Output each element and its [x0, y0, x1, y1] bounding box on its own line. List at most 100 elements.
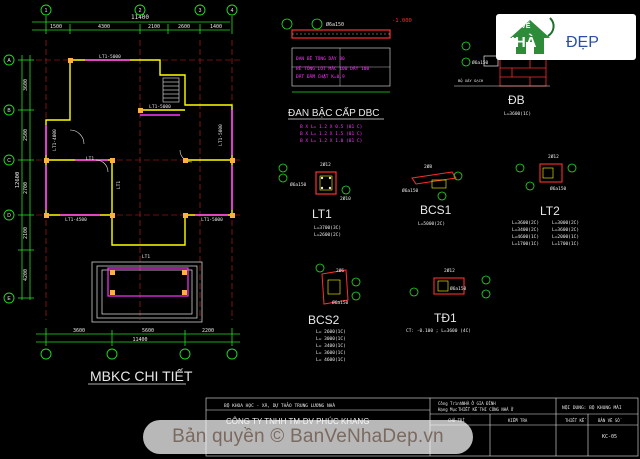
bcs1-spec: L=5000(2C)	[418, 221, 445, 227]
tb-role: THIẾT KẾ	[565, 418, 586, 423]
plan-bottom-dim: 3600	[73, 328, 85, 334]
lt2-detail: 2Ø12 Ø6a150 LT2 L=3600(2C) L=3400(2C) L=…	[512, 153, 579, 247]
plan-left-dim: 2500	[23, 129, 29, 141]
plan-top-total: 11400	[131, 14, 149, 21]
lt2-title: LT2	[540, 204, 560, 218]
td1-stirrup: Ø6a150	[450, 285, 467, 292]
beam-label: LT1-5000	[201, 217, 223, 223]
lt2-spec: L=4600(1C)	[512, 234, 539, 240]
plan-top-dim: 2100	[148, 24, 160, 30]
bcs2-title: BCS2	[308, 313, 340, 327]
tb-project: NHÀ Ở GIA ĐÌNH	[462, 401, 496, 406]
lt1-detail: 2Ø12 2Ø10 Ø6a150 LT1 L=3700(3C) L=2600(2…	[278, 161, 351, 238]
stair-level: -1.000	[392, 18, 412, 24]
stair-note: ĐẤT ĐẦM CHẶT K=0.9	[296, 73, 345, 80]
tb-sheet-no: KC-05	[602, 434, 617, 440]
logo-brand-b: ĐẸP	[566, 34, 599, 51]
lt2-spec: L=2000(1C)	[552, 234, 579, 240]
bcs2-detail: 2Ø6 Ø6a150 BCS2 L= 2600(1C) L= 3000(1C) …	[308, 263, 361, 363]
lt1-bar: 2Ø10	[340, 195, 351, 202]
plan-bottom-dim: 2200	[202, 328, 214, 334]
bcs2-spec: L= 3400(1C)	[316, 343, 346, 349]
bcs2-spec: L= 3600(1C)	[316, 350, 346, 356]
plan-top-dim: 2600	[178, 24, 190, 30]
axis-bubble: 2	[139, 8, 142, 14]
bcs1-bar: 2Ø8	[424, 163, 432, 170]
copyright-watermark: Bản quyền © BanVeNhaDep.vn	[143, 420, 473, 454]
td1-spec: CT: -0.100 ; L=3600 (4C)	[406, 328, 471, 334]
stair-note: BÊ TÔNG LÓT MÁC 100 DÀY 100	[296, 64, 369, 72]
tb-sheet: BẢN VẼ SỐ	[598, 418, 622, 423]
db-note: BỘ XÂY GẠCH	[458, 78, 484, 83]
tb-content: NỘI DUNG: BỘ KHUNG MÁI	[562, 403, 622, 411]
beam-label: LT1	[116, 181, 122, 189]
watermark-text: Bản quyền © BanVeNhaDep.vn	[172, 426, 444, 447]
logo-top-text: BẢN VẼ	[504, 23, 531, 30]
stair-rebar: Ø6a150	[326, 21, 344, 28]
lt2-spec: L=1700(1C)	[512, 241, 539, 247]
plan-bottom-total: 11400	[132, 337, 147, 343]
lt2-spec: L=3400(2C)	[512, 227, 539, 233]
axis-bubble: E	[7, 296, 11, 302]
lt1-spec: L=2600(2C)	[314, 232, 341, 238]
tb-project-label: Công Trình	[438, 401, 463, 406]
beam-label: LT1-5000	[149, 104, 171, 110]
beam-label: LT1-4000	[52, 129, 58, 151]
lt1-stirrup: Ø6a150	[290, 181, 307, 188]
plan-top-dim: 1400	[210, 24, 222, 30]
stair-spec: B X L= 1.2 X 1.0 (01 C)	[300, 138, 362, 144]
stair-title: ĐAN BẬC CẤP DBC	[288, 106, 380, 119]
lt1-spec: L=3700(3C)	[314, 225, 341, 231]
bcs1-detail: 2Ø8 Ø6a150 BCS1 L=5000(2C)	[402, 163, 463, 227]
floor-plan: 11400 1500 4300 2100 2600 1400 1 2 3 4 1…	[3, 4, 240, 385]
beam-label: LT1	[86, 156, 94, 162]
plan-top-dim: 4300	[98, 24, 110, 30]
plan-left-dim: 4200	[23, 269, 29, 281]
plan-left-total: 12600	[15, 172, 21, 189]
axis-bubble: D	[7, 213, 11, 219]
plan-left-dim: 2700	[23, 182, 29, 194]
beam-label: LT1-5000	[99, 54, 121, 60]
lt2-stirrup: Ø6a150	[550, 185, 567, 192]
stair-spec: B X L= 1.2 X 0.5 (01 C)	[300, 124, 362, 130]
td1-bar: 2Ø12	[444, 267, 455, 274]
tb-item: THIẾT KẾ THI CÔNG NHÀ Ở	[458, 407, 514, 412]
bcs2-spec: L= 4600(1C)	[316, 357, 346, 363]
bcs2-spec: L= 2600(1C)	[316, 329, 346, 335]
stair-spec: B X L= 1.2 X 1.5 (01 C)	[300, 131, 362, 137]
bcs2-stirrup: Ø6a150	[332, 299, 349, 306]
tb-role: KIỂM TRA	[508, 418, 528, 423]
lt1-title: LT1	[312, 207, 332, 221]
td1-detail: 2Ø12 Ø6a150 TĐ1 CT: -0.100 ; L=3600 (4C)	[406, 267, 491, 334]
site-logo: BẢN VẼ NHÀ ĐẸP	[496, 14, 636, 60]
stair-note: ĐAN BÊ TÔNG DÀY 80	[296, 54, 345, 62]
lt2-spec: L=3600(2C)	[512, 220, 539, 226]
tb-ministry: BỘ KHOA HỌC - XÃ, DỰ THẢO TRUNG LƯƠNG NH…	[224, 401, 335, 409]
axis-bubble: C	[7, 158, 11, 164]
axis-bubble: B	[7, 108, 11, 114]
axis-bubble: 1	[45, 8, 48, 14]
bcs2-spec: L= 3000(1C)	[316, 336, 346, 342]
axis-bubble: A	[7, 58, 11, 64]
plan-left-dim: 3600	[23, 79, 29, 91]
lt1-bar: 2Ø12	[320, 161, 331, 168]
bcs1-bar: Ø6a150	[402, 187, 419, 194]
lt2-bar: 2Ø12	[548, 153, 559, 160]
axis-bubble: 3	[199, 8, 202, 14]
logo-house-icon	[510, 17, 555, 54]
plan-title: MBKC CHI TIẾT	[90, 368, 193, 384]
lt2-spec: L=1700(1C)	[552, 241, 579, 247]
lt2-spec: L=3000(2C)	[552, 220, 579, 226]
plan-bottom-dim: 5600	[142, 328, 154, 334]
plan-left-dim: 2100	[23, 227, 29, 239]
plan-top-dim: 1500	[50, 24, 62, 30]
lt2-spec: L=3600(2C)	[552, 227, 579, 233]
logo-brand-a: NHÀ	[504, 34, 537, 51]
beam-label: LT1-4500	[65, 217, 87, 223]
axis-bubble: 4	[231, 8, 234, 14]
db-title: ĐB	[508, 93, 525, 107]
beam-label: LT1	[142, 254, 150, 260]
bcs2-bar: 2Ø6	[336, 267, 344, 274]
stair-slab-detail: Ø6a150 -1.000 ĐAN BÊ TÔNG DÀY 80 BÊ TÔNG…	[281, 18, 412, 144]
